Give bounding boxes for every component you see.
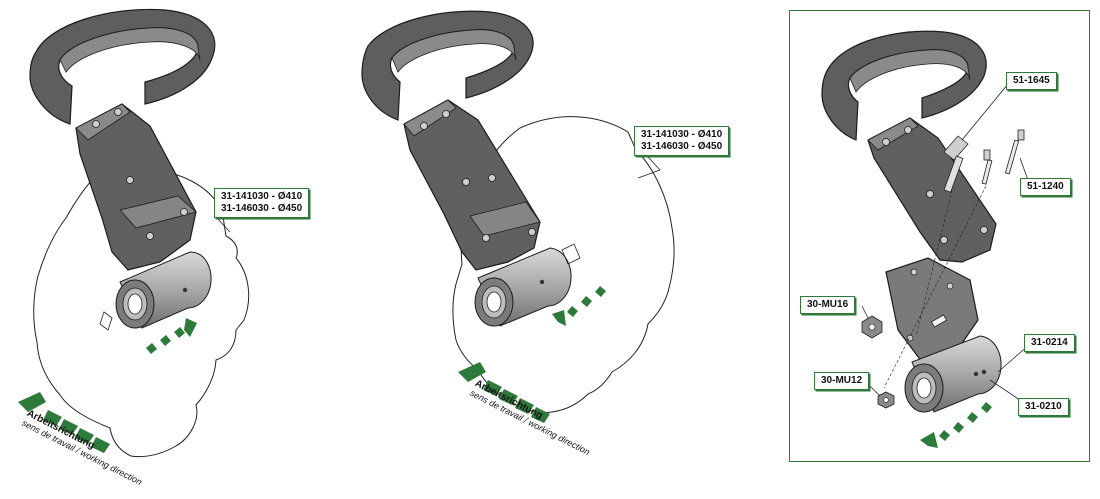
bolt-small-2 [1004, 129, 1025, 175]
arm-plate-3 [867, 117, 997, 263]
part-label-51-1240: 51-1240 [1020, 178, 1071, 196]
disc-part-line-2a: 31-141030 - Ø410 [641, 129, 723, 140]
view-2-assembly [361, 10, 675, 423]
disc-part-label-1: 31-141030 - Ø410 31-146030 - Ø450 [214, 188, 310, 218]
bolt-large [943, 135, 969, 193]
bolt-small-1 [981, 149, 993, 185]
view-1-assembly [18, 8, 250, 458]
small-direction-arrow-3 [920, 402, 992, 448]
disc-part-line-1a: 31-141030 - Ø410 [221, 191, 303, 202]
small-direction-arrow-2 [552, 286, 606, 326]
part-label-30-MU16: 30-MU16 [800, 296, 856, 314]
small-direction-arrow-1 [146, 318, 197, 354]
part-label-30-MU12: 30-MU12 [814, 372, 870, 390]
view-3-exploded [821, 30, 1031, 448]
disc-part-line-1b: 31-146030 - Ø450 [221, 203, 303, 214]
part-label-51-1645: 51-1645 [1006, 72, 1057, 90]
notched-disc-1 [33, 168, 250, 458]
disc-part-line-2b: 31-146030 - Ø450 [641, 141, 723, 152]
working-direction-arrow-2 [458, 362, 550, 423]
working-direction-arrow-1 [18, 392, 110, 453]
part-label-31-0210: 31-0210 [1018, 398, 1069, 416]
disc-part-label-2: 31-141030 - Ø410 31-146030 - Ø450 [634, 126, 730, 156]
part-label-31-0214: 31-0214 [1024, 334, 1075, 352]
detail-frame [789, 10, 1090, 462]
arm-1 [75, 103, 197, 271]
